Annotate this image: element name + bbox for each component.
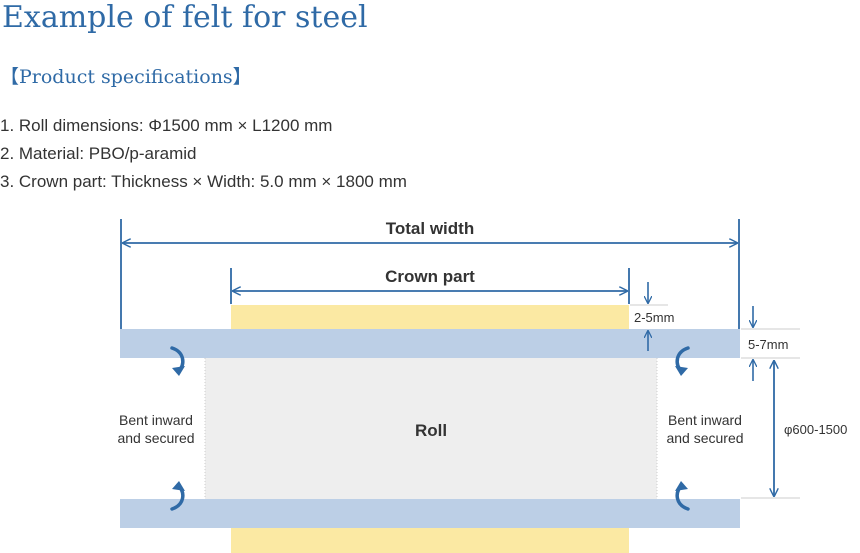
bent-right-line2: and secured: [666, 430, 743, 446]
felt-band-top: [120, 329, 740, 358]
bent-left-line2: and secured: [117, 430, 194, 446]
section-heading: 【Product specifications】: [0, 66, 252, 88]
crown-part-label: Crown part: [385, 267, 475, 286]
curved-arrow-icon: [675, 481, 690, 511]
roll-body: [205, 358, 657, 499]
bent-right-line1: Bent inward: [668, 412, 742, 428]
felt-band-bottom: [120, 499, 740, 528]
spec-item-roll-dimensions: 1. Roll dimensions: Φ1500 mm × L1200 mm: [0, 116, 333, 135]
total-width-label: Total width: [386, 219, 474, 238]
spec-list: 1. Roll dimensions: Φ1500 mm × L1200 mm …: [0, 112, 407, 196]
crown-thickness-label: 2-5mm: [634, 310, 674, 325]
page-title: Example of felt for steel: [2, 0, 368, 35]
crown-part-top: [231, 305, 629, 329]
curved-arrow-icon: [675, 346, 690, 376]
felt-thickness-label: 5-7mm: [748, 337, 788, 352]
spec-item-crown-part: 3. Crown part: Thickness × Width: 5.0 mm…: [0, 172, 407, 191]
bent-left-line1: Bent inward: [119, 412, 193, 428]
crown-part-bottom: [231, 528, 629, 553]
spec-item-material: 2. Material: PBO/p-aramid: [0, 144, 197, 163]
curved-arrow-icon: [170, 481, 185, 511]
curved-arrow-icon: [170, 346, 185, 376]
roll-label: Roll: [415, 421, 447, 440]
diameter-label: φ600-1500: [784, 422, 847, 437]
